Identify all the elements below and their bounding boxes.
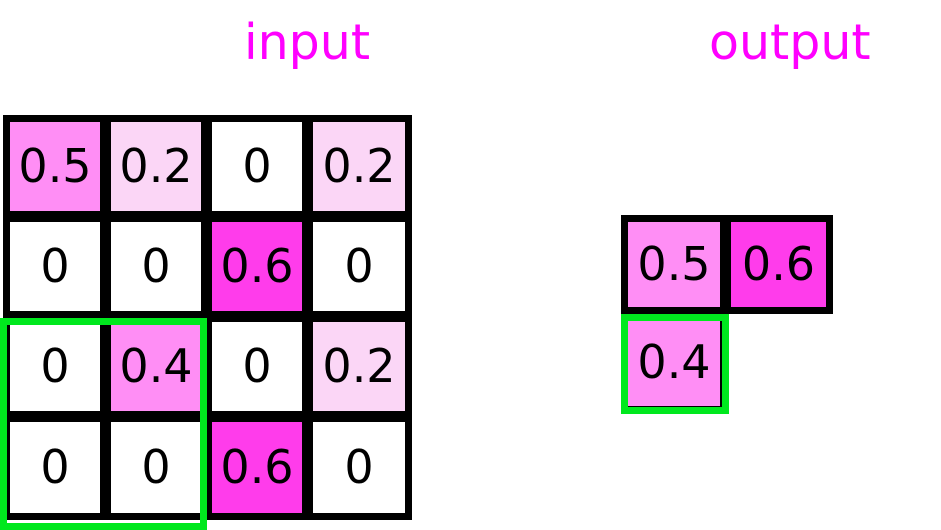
input-cell-r3c1[interactable]: 0 — [111, 422, 201, 513]
cell-value: 0.4 — [637, 335, 711, 389]
input-cell-r3c0[interactable]: 0 — [10, 422, 100, 513]
input-cell-r2c0[interactable]: 0 — [10, 322, 100, 411]
input-cell-r3c3[interactable]: 0 — [313, 422, 405, 513]
input-cell-r2c3[interactable]: 0.2 — [313, 322, 405, 411]
cell-value: 0 — [40, 439, 70, 494]
input-cell-r1c1[interactable]: 0 — [111, 222, 201, 311]
cell-value: 0.2 — [119, 138, 193, 193]
input-cell-r0c3[interactable]: 0.2 — [313, 122, 405, 211]
cell-value: 0 — [242, 338, 272, 393]
cell-value: 0.6 — [741, 236, 816, 291]
cell-value: 0.5 — [18, 138, 92, 193]
input-cell-r3c2[interactable]: 0.6 — [212, 422, 302, 513]
cell-value: 0.5 — [637, 236, 711, 291]
cell-value: 0 — [141, 439, 171, 494]
cell-value: 0 — [242, 138, 272, 193]
input-cell-r1c0[interactable]: 0 — [10, 222, 100, 311]
cell-value: 0.2 — [322, 138, 396, 193]
input-cell-r1c3[interactable]: 0 — [313, 222, 405, 311]
input-cell-r0c2[interactable]: 0 — [212, 122, 302, 211]
input-cell-r0c0[interactable]: 0.5 — [10, 122, 100, 211]
cell-value: 0.2 — [322, 338, 396, 393]
cell-value: 0 — [344, 439, 374, 494]
output-cell-r0c0[interactable]: 0.5 — [628, 222, 720, 307]
cell-value: 0 — [344, 238, 374, 293]
cell-value: 0 — [40, 338, 70, 393]
output-cell-r1c0[interactable]: 0.4 — [628, 320, 720, 406]
input-grid: 0.5 0.2 0 0.2 0 0 0.6 0 0 0.4 0 0.2 0 0 … — [3, 115, 412, 520]
cell-value: 0 — [40, 238, 70, 293]
cell-value: 0 — [141, 238, 171, 293]
cell-value: 0.6 — [220, 439, 294, 494]
output-title: output — [709, 14, 871, 71]
input-cell-r1c2[interactable]: 0.6 — [212, 222, 302, 311]
input-cell-r2c1[interactable]: 0.4 — [111, 322, 201, 411]
output-grid: 0.5 0.6 — [621, 215, 833, 314]
cell-value: 0.6 — [220, 238, 294, 293]
output-grid-row2: 0.4 — [621, 314, 727, 413]
output-cell-r0c1[interactable]: 0.6 — [731, 222, 826, 307]
input-title: input — [244, 14, 371, 71]
cell-value: 0.4 — [119, 338, 193, 393]
input-cell-r2c2[interactable]: 0 — [212, 322, 302, 411]
input-cell-r0c1[interactable]: 0.2 — [111, 122, 201, 211]
